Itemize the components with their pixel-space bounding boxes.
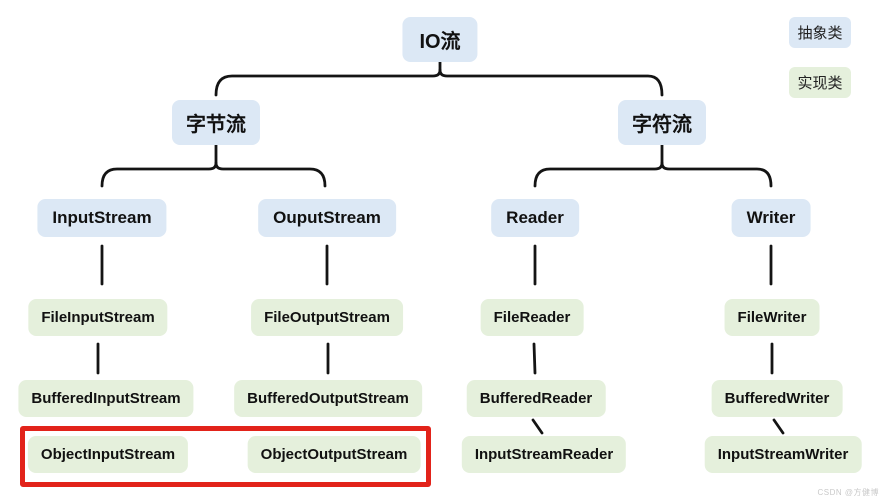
edge-buffered-iswriter [772,418,785,435]
node-char-stream: 字符流 [618,100,706,145]
edge-buffered-isreader [531,418,544,435]
node-bufferedinputstream: BufferedInputStream [18,380,194,417]
node-objectinputstream: ObjectInputStream [27,436,189,473]
node-filewriter: FileWriter [724,299,820,336]
legend-abstract-class: 抽象类 [789,17,851,48]
node-objectoutputstream: ObjectOutputStream [247,436,421,473]
edge-file-buffered-reader [532,342,537,375]
node-outputstream: OuputStream [258,199,396,237]
node-inputstreamwriter: InputStreamWriter [704,436,862,473]
node-io-root: IO流 [402,17,478,62]
edge-char-bracket [533,161,773,188]
legend-implementation-class: 实现类 [789,67,851,98]
csdn-watermark: CSDN @方健博 [817,488,879,497]
node-filereader: FileReader [480,299,584,336]
node-bufferedreader: BufferedReader [466,380,606,417]
node-inputstreamreader: InputStreamReader [461,436,627,473]
node-fileinputstream: FileInputStream [28,299,168,336]
node-bufferedwriter: BufferedWriter [711,380,843,417]
node-inputstream: InputStream [37,199,167,237]
edge-byte-bracket [100,161,327,188]
edge-root-bracket [214,68,664,97]
node-fileoutputstream: FileOutputStream [251,299,403,336]
node-writer: Writer [731,199,811,237]
node-bufferedoutputstream: BufferedOutputStream [234,380,422,417]
node-byte-stream: 字节流 [172,100,260,145]
node-reader: Reader [491,199,579,237]
